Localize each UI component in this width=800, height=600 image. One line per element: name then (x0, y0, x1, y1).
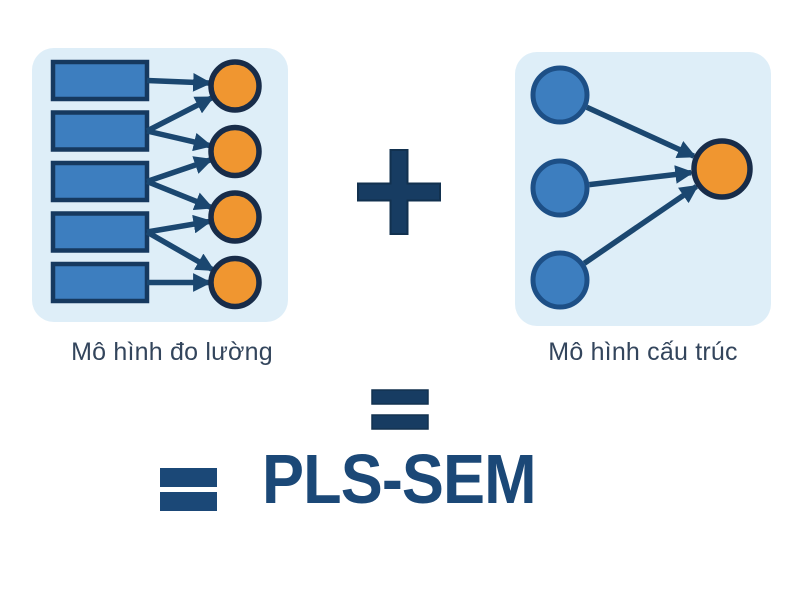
loading-arrow-3-3 (145, 178, 214, 211)
measurement-model-panel (32, 48, 288, 322)
construct-circle-3 (208, 190, 262, 244)
loading-arrow-4-4 (145, 229, 215, 272)
loading-arrow-1-1 (146, 73, 212, 92)
construct-circle-4 (208, 255, 262, 310)
result-title: PLS-SEM (262, 440, 537, 518)
result-equals-icon (160, 468, 217, 511)
indicator-rect-4 (50, 211, 150, 253)
path-arrow-1 (585, 104, 697, 159)
equals-bar-bottom (371, 414, 429, 430)
loading-arrow-4-3 (146, 214, 213, 235)
equals-bar-top (371, 389, 429, 405)
equals-icon (371, 389, 429, 430)
loading-arrow-2-1 (145, 95, 215, 134)
indicator-rect-1 (50, 59, 150, 102)
exogenous-circle-2 (530, 158, 590, 218)
result-equals-bar-top (160, 468, 217, 487)
endogenous-circle (691, 138, 753, 200)
path-arrow-3 (582, 184, 699, 266)
result-equals-bar-bottom (160, 492, 217, 511)
loading-arrow-3-2 (146, 156, 214, 185)
structural-model-panel (515, 52, 771, 326)
plus-icon (357, 149, 441, 235)
structural-model-label: Mô hình cấu trúc (548, 338, 738, 366)
exogenous-circle-3 (530, 250, 590, 310)
path-arrow-2 (588, 165, 694, 188)
construct-circle-1 (208, 59, 262, 113)
exogenous-circle-1 (530, 65, 590, 125)
plus-shape (357, 149, 441, 235)
indicator-rect-2 (50, 110, 150, 152)
construct-circle-2 (208, 124, 262, 179)
measurement-model-label: Mô hình đo lường (71, 338, 273, 366)
loading-arrow-2-2 (146, 128, 213, 152)
indicator-rect-3 (50, 160, 150, 203)
indicator-rect-5 (50, 261, 150, 304)
